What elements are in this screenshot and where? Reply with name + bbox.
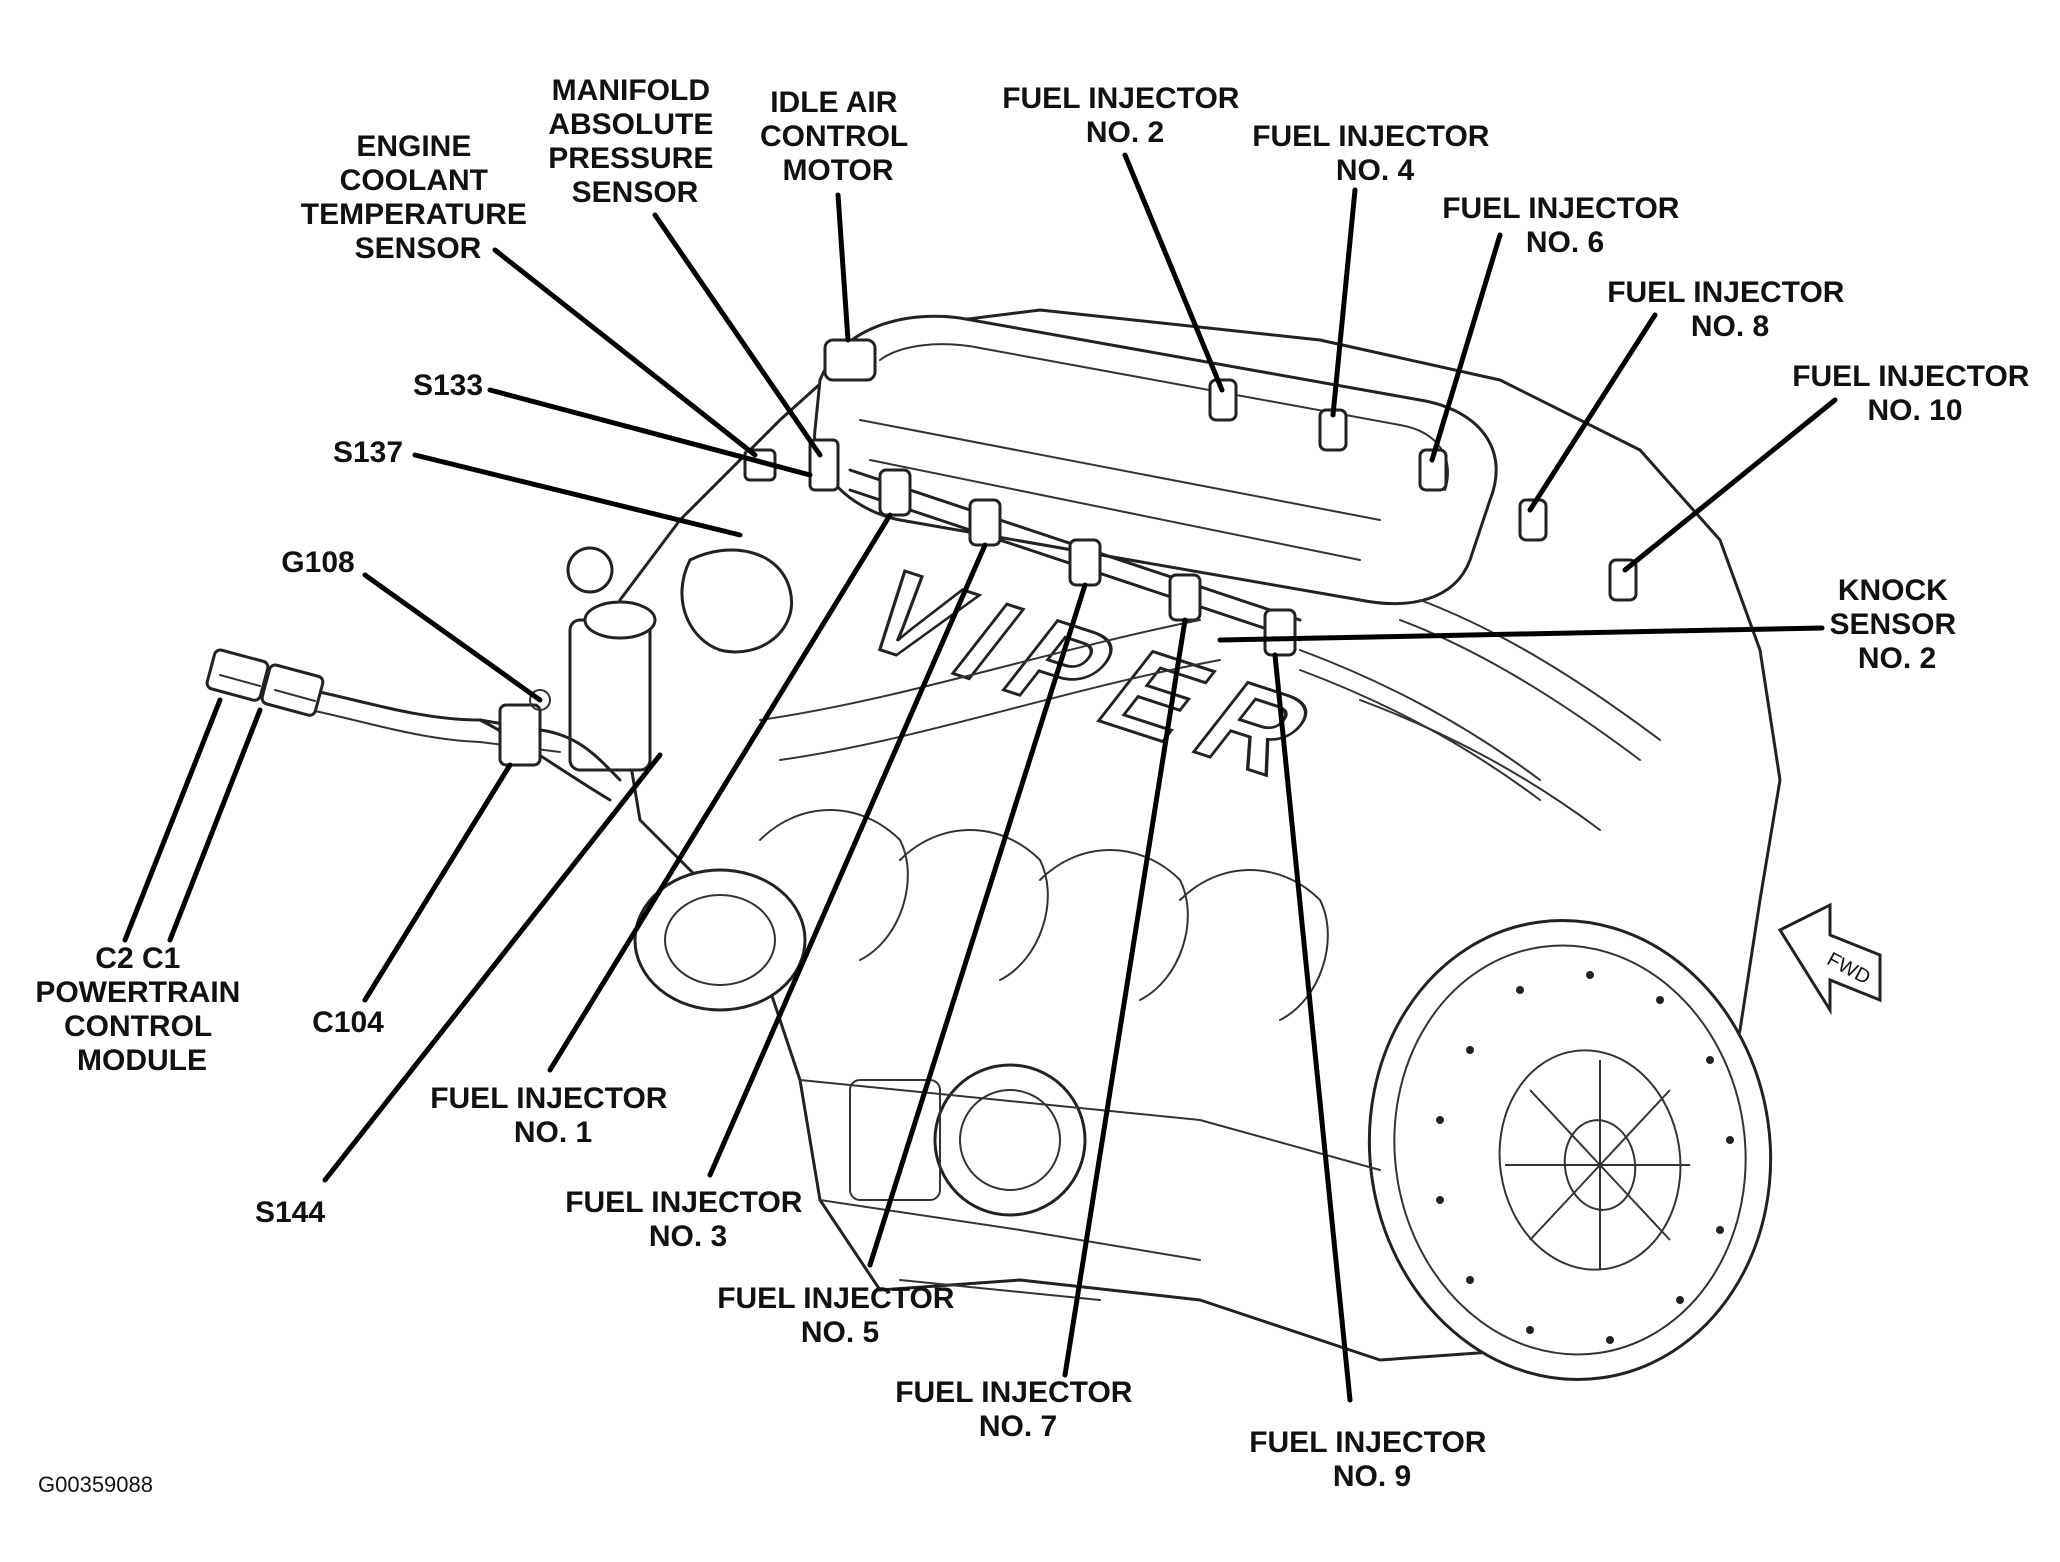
label-g108: G108 <box>281 546 354 579</box>
engine-illustration: VIPER <box>205 308 1882 1381</box>
label-fuel-injector-7: FUEL INJECTOR NO. 7 <box>895 1376 1141 1443</box>
label-fuel-injector-10: FUEL INJECTOR NO. 10 <box>1792 360 2038 427</box>
g108-ground <box>529 689 551 711</box>
label-fuel-injector-9: FUEL INJECTOR NO. 9 <box>1249 1426 1495 1493</box>
label-s144: S144 <box>255 1196 325 1229</box>
label-fuel-injector-1: FUEL INJECTOR NO. 1 <box>430 1082 676 1149</box>
injector-row-rear <box>1208 378 1638 602</box>
label-s137: S137 <box>333 436 403 469</box>
flywheel-clutch <box>1367 919 1773 1381</box>
label-fuel-injector-4: FUEL INJECTOR NO. 4 <box>1252 120 1498 187</box>
label-c104: C104 <box>312 1006 384 1039</box>
leader-lines <box>122 152 1838 1403</box>
label-fuel-injector-6: FUEL INJECTOR NO. 6 <box>1442 192 1688 259</box>
callout-labels: MANIFOLD ABSOLUTE PRESSURE SENSOR IDLE A… <box>35 74 2038 1493</box>
label-s133: S133 <box>413 369 483 402</box>
label-idle-air-control-motor: IDLE AIR CONTROL MOTOR <box>760 86 916 187</box>
label-powertrain-control-module: C2 C1 POWERTRAIN CONTROL MODULE <box>35 942 248 1077</box>
label-fuel-injector-3: FUEL INJECTOR NO. 3 <box>565 1186 811 1253</box>
label-manifold-absolute-pressure-sensor: MANIFOLD ABSOLUTE PRESSURE SENSOR <box>548 74 721 209</box>
label-knock-sensor-2: KNOCK SENSOR NO. 2 <box>1829 574 1964 675</box>
label-fuel-injector-5: FUEL INJECTOR NO. 5 <box>717 1282 963 1349</box>
label-engine-coolant-temperature-sensor: ENGINE COOLANT TEMPERATURE SENSOR <box>301 130 535 265</box>
label-fuel-injector-8: FUEL INJECTOR NO. 8 <box>1607 276 1853 343</box>
label-fuel-injector-2: FUEL INJECTOR NO. 2 <box>1002 82 1248 149</box>
figure-id: G00359088 <box>38 1472 153 1497</box>
fwd-arrow: FWD <box>1777 902 1882 1016</box>
pcm-connectors <box>205 648 325 717</box>
c104-connector <box>498 703 542 767</box>
iac-motor <box>823 338 877 382</box>
